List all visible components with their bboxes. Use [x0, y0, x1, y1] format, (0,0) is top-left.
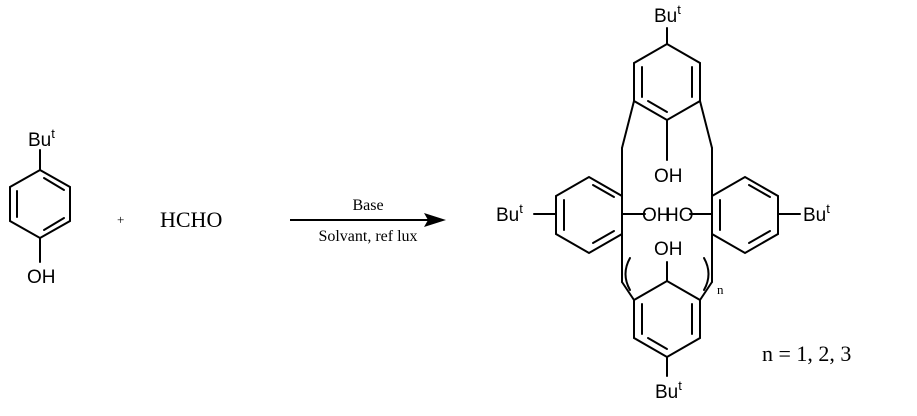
right-ring-inner-2: [748, 184, 771, 198]
bottom-ring-inner-3: [647, 337, 668, 350]
right-ring-inner-3: [748, 230, 771, 244]
product-tbu-left: But: [496, 201, 523, 226]
repeat-subscript: n: [717, 282, 724, 297]
phenol-inner-bond-3: [43, 217, 65, 231]
product-tbu-right: But: [803, 201, 830, 226]
product-oh-bottom: OH: [654, 239, 683, 260]
repeat-bracket-left: [624, 257, 631, 291]
plus-sign: +: [117, 212, 124, 227]
bridge-top-left: [621, 100, 635, 149]
phenol-ring: [9, 168, 71, 240]
condition-below-arrow: Solvant, ref lux: [318, 228, 417, 245]
n-values-label: n = 1, 2, 3: [762, 341, 851, 366]
left-ring-inner-3: [592, 230, 615, 244]
reactant-phenol: But OH: [9, 126, 71, 288]
product-oh-top: OH: [654, 166, 683, 187]
phenol-hydroxyl-label: OH: [27, 267, 56, 288]
phenol-substituent-label: But: [28, 126, 55, 151]
bridge-top-right: [699, 100, 713, 149]
reagent-label: HCHO: [160, 207, 222, 232]
phenol-inner-bond-2: [43, 177, 65, 191]
right-ring: [711, 175, 779, 255]
top-ring-inner-3: [647, 100, 668, 113]
product-oh-right: HO: [665, 205, 694, 226]
product-calixarene: n But But But But OH OH HO OH: [496, 2, 830, 403]
arrow-head: [424, 213, 446, 227]
bridge-bottom-right: [699, 281, 713, 301]
top-ring: [633, 42, 701, 122]
bridge-bottom-left: [621, 281, 635, 301]
reaction-arrow: Base Solvant, ref lux: [290, 197, 446, 245]
repeat-bracket-right: [703, 257, 710, 291]
left-ring: [555, 175, 623, 255]
product-tbu-top: But: [654, 2, 681, 27]
condition-above-arrow: Base: [352, 197, 383, 214]
product-tbu-bottom: But: [655, 378, 682, 403]
left-ring-inner-2: [592, 184, 615, 198]
product-oh-left: OH: [642, 205, 671, 226]
bottom-ring: [633, 279, 701, 359]
